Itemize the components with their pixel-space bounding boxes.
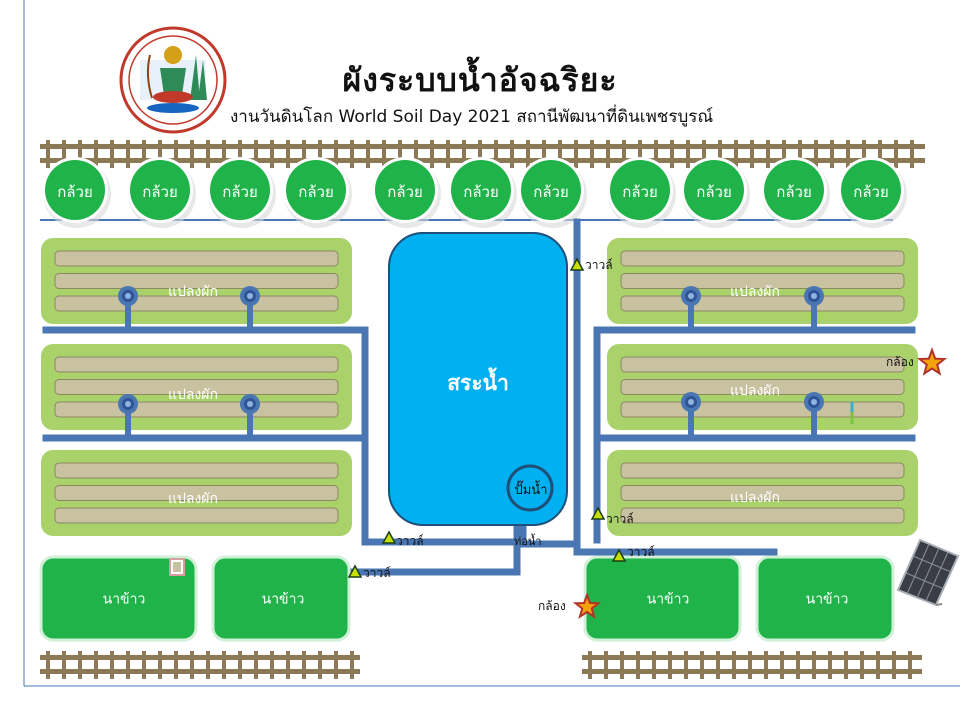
banana-row: กล้วย กล้วย กล้วย กล้วย กล้วย กล้วย กล้วย กล้วย… (42, 157, 907, 228)
banana-tree: กล้วย (518, 157, 587, 228)
valve-label: วาวล์ (585, 258, 613, 272)
valve: วาวล์ (569, 257, 613, 272)
pump-label: ปั๊มน้ำ (514, 480, 547, 498)
page-title: ผังระบบน้ำอัจฉริยะ (342, 61, 618, 99)
fence-bottom-left (40, 651, 360, 679)
banana-label: กล้วย (142, 183, 178, 201)
banana-tree: กล้วย (607, 157, 676, 228)
vegetable-plot-label: แปลงผัก (730, 284, 780, 300)
solar-panel-icon (896, 538, 960, 607)
banana-tree: กล้วย (681, 157, 750, 228)
banana-label: กล้วย (853, 183, 889, 201)
valve-icon (347, 564, 363, 578)
vegetable-plot: แปลงผัก (41, 450, 352, 536)
camera-star-icon (572, 592, 602, 620)
camera-right: กล้อง (886, 347, 948, 376)
pond-label: สระน้ำ (447, 367, 509, 395)
vegetable-plot-label: แปลงผัก (730, 383, 780, 399)
vegetable-plot: แปลงผัก (607, 344, 918, 430)
valve-icon (611, 548, 627, 562)
vegetable-plot-label: แปลงผัก (168, 387, 218, 403)
rice-field-label: นาข้าว (647, 592, 690, 608)
valve-icon (381, 530, 397, 544)
rice-field: นาข้าว (583, 555, 742, 642)
fence-bottom-right (582, 651, 922, 679)
valve-icon (569, 257, 585, 271)
sprinkler (804, 392, 824, 438)
vegetable-plot: แปลงผัก (607, 238, 918, 324)
banana-label: กล้วย (463, 183, 499, 201)
banana-tree: กล้วย (838, 157, 907, 228)
vegetable-plot-label: แปลงผัก (168, 491, 218, 507)
banana-tree: กล้วย (761, 157, 830, 228)
valve-label: วาวล์ (396, 534, 424, 548)
rice-field-label: นาข้าว (103, 592, 146, 608)
pond (388, 232, 568, 526)
camera-label-right: กล้อง (886, 355, 914, 369)
vegetable-plot-label: แปลงผัก (168, 284, 218, 300)
valve-label: วาวล์ (627, 545, 655, 559)
sprinkler (118, 286, 138, 330)
banana-label: กล้วย (622, 183, 658, 201)
banana-label: กล้วย (222, 183, 258, 201)
rice-field-label: นาข้าว (806, 592, 849, 608)
pipe-label: ท่อน้ำ (514, 533, 542, 548)
sensor-box-inner (173, 562, 181, 572)
valve: วาวล์ (381, 530, 424, 548)
rice-field: นาข้าว (211, 555, 351, 642)
valve: วาวล์ (347, 564, 391, 580)
page-subtitle: งานวันดินโลก World Soil Day 2021 สถานีพั… (230, 107, 714, 127)
valve-icon (590, 506, 606, 520)
camera-star-icon (916, 347, 948, 376)
sprinkler (681, 392, 701, 438)
valve-label: วาวล์ (363, 566, 391, 580)
vegetable-plot: แปลงผัก (41, 238, 352, 324)
vegetable-plot-label: แปลงผัก (730, 490, 780, 506)
banana-tree: กล้วย (283, 157, 352, 228)
sprinkler (240, 286, 260, 330)
sprinkler (118, 394, 138, 438)
camera-bottom: กล้อง (538, 592, 602, 620)
banana-tree: กล้วย (42, 157, 111, 228)
vegetable-plot: แปลงผัก (41, 344, 352, 430)
banana-label: กล้วย (387, 183, 423, 201)
banana-label: กล้วย (696, 183, 732, 201)
sprinkler (804, 286, 824, 330)
rice-field-label: นาข้าว (262, 592, 305, 608)
valves: วาวล์วาวล์วาวล์วาวล์วาวล์ (347, 257, 655, 580)
vegetable-plot: แปลงผัก (607, 450, 918, 536)
sprinklers (118, 286, 824, 438)
land-development-seal-logo (119, 26, 227, 134)
banana-tree: กล้วย (207, 157, 276, 228)
sprinkler (240, 394, 260, 438)
valve: วาวล์ (590, 506, 634, 526)
rice-fields: นาข้าว นาข้าว นาข้าว นาข้าว (39, 555, 895, 642)
valve-label: วาวล์ (606, 512, 634, 526)
pump (506, 464, 554, 512)
rice-field: นาข้าว (39, 555, 198, 642)
camera-label-bottom: กล้อง (538, 599, 566, 613)
banana-tree: กล้วย (127, 157, 196, 228)
banana-tree: กล้วย (448, 157, 517, 228)
banana-label: กล้วย (533, 183, 569, 201)
banana-label: กล้วย (776, 183, 812, 201)
banana-label: กล้วย (57, 183, 93, 201)
rice-field: นาข้าว (755, 555, 895, 642)
banana-tree: กล้วย (372, 157, 441, 228)
sprinkler (681, 286, 701, 330)
banana-label: กล้วย (298, 183, 334, 201)
valve: วาวล์ (611, 545, 655, 562)
